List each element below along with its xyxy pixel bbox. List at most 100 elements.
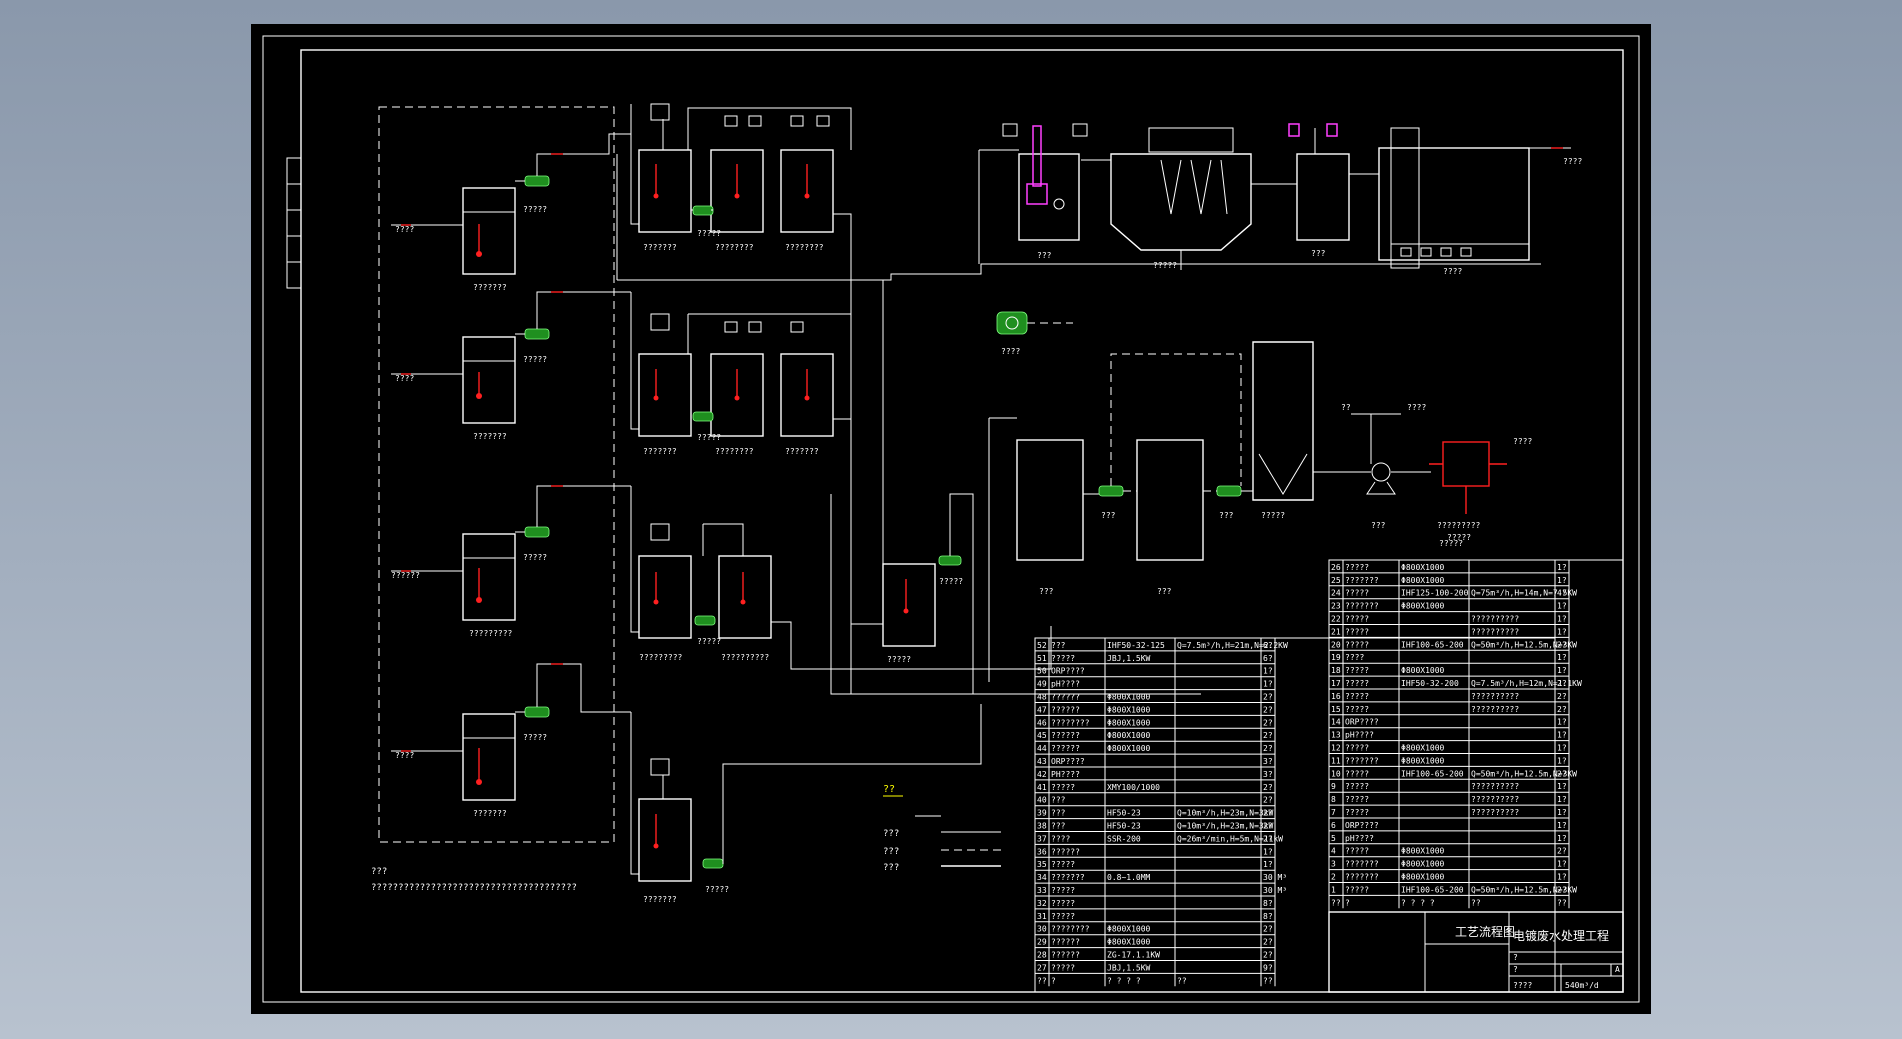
collect-tank-3 bbox=[462, 533, 516, 621]
pump-icon-2 bbox=[524, 328, 550, 340]
bom-cell: 2? bbox=[1263, 938, 1273, 947]
bom-cell: 1? bbox=[1557, 873, 1567, 882]
bom-cell: HF50-23 bbox=[1107, 822, 1141, 831]
bom-cell: 1? bbox=[1263, 680, 1273, 689]
bom-cell: ?????????? bbox=[1471, 782, 1519, 791]
mid2-label: ??? bbox=[1157, 587, 1172, 596]
bom-cell: Φ800X1000 bbox=[1107, 744, 1151, 753]
bom-cell: Φ800X1000 bbox=[1401, 602, 1445, 611]
bom-cell: 40 bbox=[1037, 796, 1047, 805]
bom-cell: 13 bbox=[1331, 731, 1341, 740]
reaction-tank bbox=[978, 123, 1088, 264]
bom-cell: 2? bbox=[1263, 925, 1273, 934]
bom-cell: Q=10m³/h,H=23m,N=3kW bbox=[1177, 822, 1274, 831]
bom-cell: 1? bbox=[1557, 860, 1567, 869]
bom-cell: ????? bbox=[1345, 769, 1369, 778]
inner-frame bbox=[300, 49, 1624, 993]
bom-cell: JBJ,1.5KW bbox=[1107, 963, 1151, 972]
bom-cell: 2? bbox=[1557, 885, 1567, 894]
bom-cell: 29 bbox=[1037, 938, 1047, 947]
bom-cell: ORP???? bbox=[1051, 667, 1085, 676]
bom-cell: Q=26m³/min,H=5m,N=11kW bbox=[1177, 834, 1283, 843]
bom-cell: 8? bbox=[1263, 912, 1273, 921]
bom-cell: ?? bbox=[1177, 976, 1187, 985]
process-flow-diagram: 工艺流程图 电镀废水处理工程 540m³/d ???? ? ? A ??? ??… bbox=[262, 35, 1640, 1003]
p5-label: ????? bbox=[697, 229, 721, 238]
bom-cell: ?????????? bbox=[1471, 615, 1519, 624]
bom-cell: ?? bbox=[1471, 898, 1481, 907]
bom-cell: 2? bbox=[1557, 847, 1567, 856]
bom-cell: 11 bbox=[1331, 756, 1341, 765]
bom-cell: ????? bbox=[1345, 589, 1369, 598]
bom-cell: ????? bbox=[1051, 860, 1075, 869]
collect-tank-2 bbox=[462, 336, 516, 424]
bom-cell: 9? bbox=[1263, 963, 1273, 972]
bom-cell: ?? bbox=[1037, 976, 1047, 985]
bom-cell: 1? bbox=[1557, 627, 1567, 636]
bom-cell: 2? bbox=[1557, 692, 1567, 701]
bom-cell: 2 bbox=[1331, 873, 1336, 882]
bom-cell: 1? bbox=[1263, 860, 1273, 869]
inflow-3-label: ?????? bbox=[391, 571, 420, 580]
bom-cell: 2? bbox=[1263, 705, 1273, 714]
bom-cell: 44 bbox=[1037, 744, 1047, 753]
bom-cell: 43 bbox=[1037, 757, 1047, 766]
bom-cell: ?? bbox=[1331, 898, 1341, 907]
mix-label: ????? bbox=[887, 655, 911, 664]
bom-cell: ???????? bbox=[1051, 925, 1090, 934]
bom-cell: ????? bbox=[1345, 666, 1369, 675]
t2a-label: ??????? bbox=[643, 447, 677, 456]
clarifier bbox=[1081, 127, 1252, 270]
bom-cell: Q=50m³/h,H=12.5m,N=3KW bbox=[1471, 885, 1577, 894]
inflow-2-label: ???? bbox=[395, 374, 414, 383]
bom-cell: ?????????? bbox=[1471, 808, 1519, 817]
bom-cell: ????? bbox=[1345, 705, 1369, 714]
bom-cell: XMY100/1000 bbox=[1107, 783, 1160, 792]
collect-tank-1 bbox=[462, 187, 516, 275]
drawing-title: 工艺流程图 bbox=[1455, 924, 1515, 939]
bom-cell: 39 bbox=[1037, 809, 1047, 818]
t2b-label: ???????? bbox=[715, 447, 754, 456]
bom-cell: Φ800X1000 bbox=[1107, 718, 1151, 727]
bom-cell: Q=75m³/h,H=14m,N=7.5KW bbox=[1471, 589, 1577, 598]
bom-cell: 24 bbox=[1331, 589, 1341, 598]
bom-cell: 31 bbox=[1037, 912, 1047, 921]
outlet-4-label: ???? bbox=[1407, 403, 1426, 412]
bom-cell: ????? bbox=[1345, 795, 1369, 804]
bom-cell: 1? bbox=[1557, 666, 1567, 675]
sand-label: ????? bbox=[1261, 511, 1285, 520]
middle-tank-1 bbox=[988, 417, 1099, 682]
bom-cell: 6? bbox=[1263, 654, 1273, 663]
middle-tank-2 bbox=[1098, 353, 1242, 561]
bom-cell: 3 bbox=[1331, 860, 1336, 869]
inflow-1-label: ???? bbox=[395, 225, 414, 234]
bom-cell: 41 bbox=[1037, 783, 1047, 792]
bom-cell: Φ800X1000 bbox=[1107, 925, 1151, 934]
outlet-3-label: ?? bbox=[1341, 403, 1351, 412]
t1c-label: ???????? bbox=[785, 243, 824, 252]
pump-icon-3 bbox=[524, 526, 550, 538]
p6-label: ????? bbox=[697, 433, 721, 442]
train-row-4 bbox=[630, 704, 982, 882]
bom-cell: IHF125-100-200 bbox=[1401, 589, 1469, 598]
bom-cell: 1? bbox=[1557, 795, 1567, 804]
outlet-1-label: ???? bbox=[1563, 157, 1582, 166]
note-body: ?????????????????????????????????????? bbox=[371, 883, 577, 893]
bom-cell: 1? bbox=[1557, 821, 1567, 830]
bom-cell: 2? bbox=[1263, 796, 1273, 805]
train-row-1 bbox=[630, 103, 852, 254]
bom-cell: 1? bbox=[1557, 602, 1567, 611]
bom-cell: 2? bbox=[1557, 679, 1567, 688]
bom-cell: 1? bbox=[1557, 756, 1567, 765]
bom-cell: 28 bbox=[1037, 951, 1047, 960]
bom-cell: 6? bbox=[1263, 641, 1273, 650]
bom-cell: 4? bbox=[1557, 589, 1567, 598]
legend-head: ?? bbox=[883, 784, 895, 795]
bom-cell: 49 bbox=[1037, 680, 1047, 689]
bom-cell: ????? bbox=[1345, 640, 1369, 649]
bom-cell: ????? bbox=[1345, 563, 1369, 572]
bom-cell: 38 bbox=[1037, 822, 1047, 831]
bom-cell: ????? bbox=[1345, 782, 1369, 791]
bom-cell: 2? bbox=[1263, 834, 1273, 843]
bom-cell: 2? bbox=[1263, 744, 1273, 753]
